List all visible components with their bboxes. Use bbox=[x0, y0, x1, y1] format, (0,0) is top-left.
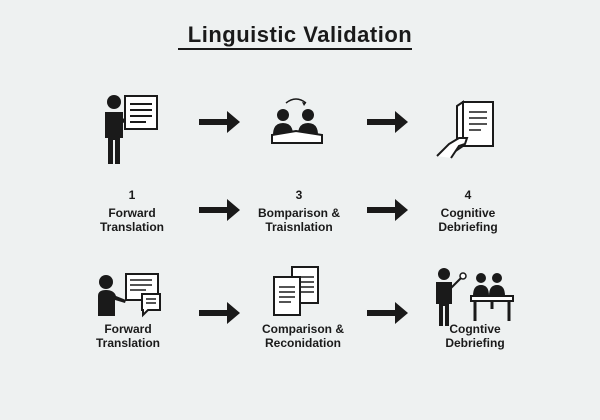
step-label-forward-translation: 1 Forward Translation bbox=[62, 188, 202, 234]
document-hand-icon bbox=[436, 100, 494, 159]
arrow-right-icon bbox=[199, 111, 240, 133]
step-title: Translation bbox=[99, 220, 164, 234]
arrow-right-icon bbox=[367, 111, 408, 133]
step-number: 4 bbox=[464, 188, 472, 202]
arrow-right-icon bbox=[199, 302, 240, 324]
step-title: Debriefing bbox=[445, 336, 505, 350]
step-title: Debriefing bbox=[438, 220, 498, 234]
step-number: 3 bbox=[295, 188, 303, 202]
step-label-comparison-2: Comparison & Reconidation bbox=[233, 322, 373, 350]
title-underline bbox=[178, 48, 412, 50]
step-title: Reconidation bbox=[264, 336, 341, 350]
step-title: Forward bbox=[108, 206, 156, 220]
debriefing-meeting-icon bbox=[436, 268, 514, 326]
arrow-right-icon bbox=[199, 199, 240, 221]
step-title: Cognitive bbox=[440, 206, 496, 220]
translator-speech-icon bbox=[98, 273, 161, 318]
step-title: Translation bbox=[95, 336, 160, 350]
step-label-comparison: 3 Bomparison & Traisnlation bbox=[229, 188, 369, 234]
step-label-forward-translation-2: Forward Translation bbox=[58, 322, 198, 350]
step-label-cognitive-debriefing-2: Cogntive Debriefing bbox=[405, 322, 545, 350]
step-number: 1 bbox=[128, 188, 136, 202]
step-title: Comparison & bbox=[261, 322, 344, 336]
step-title: Cogntive bbox=[449, 322, 501, 336]
step-title: Forward bbox=[104, 322, 152, 336]
arrow-right-icon bbox=[367, 302, 408, 324]
presenter-icon bbox=[105, 95, 158, 164]
documents-compare-icon bbox=[273, 266, 319, 316]
arrow-right-icon bbox=[367, 199, 408, 221]
collaboration-icon bbox=[271, 98, 323, 144]
diagram-title: Linguistic Validation bbox=[187, 22, 413, 47]
step-title: Traisnlation bbox=[265, 220, 333, 234]
step-title: Bomparison & bbox=[257, 206, 340, 220]
step-label-cognitive-debriefing: 4 Cognitive Debriefing bbox=[398, 188, 538, 234]
